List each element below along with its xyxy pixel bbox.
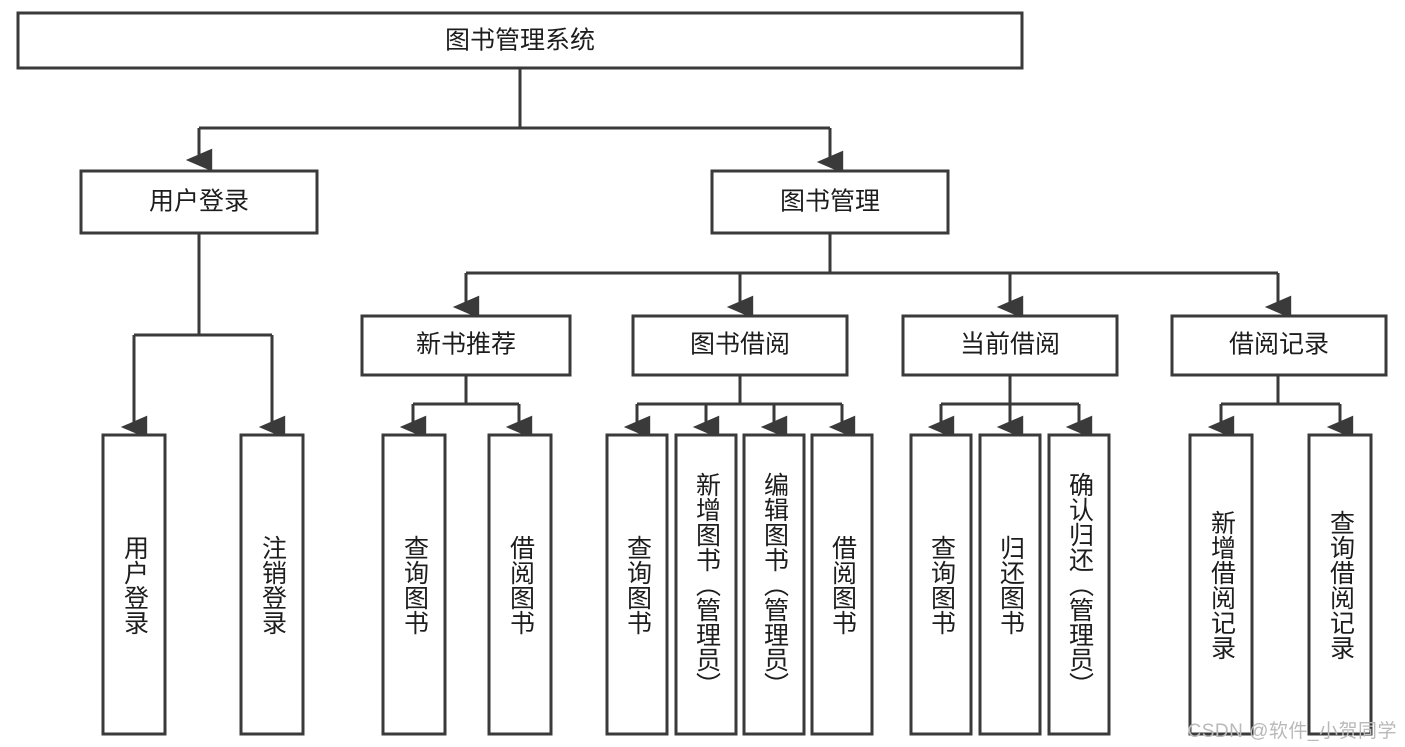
leaf-label-query-book-1: 查询图书: [400, 534, 429, 635]
node-borrow-record[interactable]: 借阅记录: [1170, 314, 1388, 377]
leaf-label-return-book: 归还图书: [996, 534, 1025, 635]
leaf-box-query-borrow-record[interactable]: [1307, 433, 1373, 736]
connector-group-user-login: [120, 233, 286, 439]
leaf-box-logout-login[interactable]: [239, 433, 305, 736]
leaf-box-return-book[interactable]: [978, 433, 1042, 736]
connector-group-book-borrow: [623, 375, 856, 439]
leaf-label-borrow-book-2: 借阅图书: [828, 534, 857, 635]
leaf-label-confirm-return-admin: 确认归还（管理员）: [1065, 472, 1094, 697]
connector-group-new-book-recommend: [399, 375, 533, 439]
node-new-book-recommend[interactable]: 新书推荐: [360, 314, 572, 377]
node-new-book-recommend-box[interactable]: [360, 314, 572, 377]
connector-group-root: [185, 68, 844, 174]
node-borrow-record-box[interactable]: [1170, 314, 1388, 377]
leaf-box-borrow-book-1[interactable]: [487, 433, 553, 736]
node-book-borrow-box[interactable]: [631, 314, 849, 377]
leaf-label-add-book-admin: 新增图书（管理员）: [692, 472, 721, 697]
leaf-box-borrow-book-2[interactable]: [810, 433, 874, 736]
leaf-label-logout-login: 注销登录: [258, 534, 287, 635]
leaf-box-edit-book-admin[interactable]: [742, 433, 806, 736]
leaf-label-borrow-book-1: 借阅图书: [506, 534, 535, 635]
connector-group-current-borrow: [927, 375, 1093, 439]
leaf-label-user-login: 用户登录: [120, 534, 149, 635]
leaf-label-edit-book-admin: 编辑图书（管理员）: [760, 472, 789, 697]
leaf-label-query-book-3: 查询图书: [927, 534, 956, 635]
leaf-box-query-book-1[interactable]: [381, 433, 447, 736]
node-user-login[interactable]: 用户登录: [79, 169, 319, 235]
node-book-management[interactable]: 图书管理: [710, 169, 950, 235]
node-root[interactable]: 图书管理系统: [16, 11, 1024, 70]
node-book-management-label: 图书管理: [780, 188, 880, 216]
leaf-label-query-book-2: 查询图书: [623, 534, 652, 635]
leaf-rects: [101, 433, 1373, 736]
leaf-box-add-borrow-record[interactable]: [1188, 433, 1254, 736]
node-user-login-box[interactable]: [79, 169, 319, 235]
leaf-label-query-borrow-record: 查询借阅记录: [1326, 509, 1355, 660]
leaf-box-user-login[interactable]: [101, 433, 167, 736]
node-book-borrow-label: 图书借阅: [690, 331, 790, 359]
leaf-box-confirm-return-admin[interactable]: [1047, 433, 1111, 736]
node-new-book-recommend-label: 新书推荐: [416, 331, 516, 359]
node-current-borrow[interactable]: 当前借阅: [901, 314, 1119, 377]
connector-group-book-management: [452, 233, 1292, 319]
leaf-box-add-book-admin[interactable]: [674, 433, 738, 736]
leaf-box-query-book-2[interactable]: [605, 433, 669, 736]
node-book-borrow[interactable]: 图书借阅: [631, 314, 849, 377]
node-root-label: 图书管理系统: [445, 27, 595, 55]
node-borrow-record-label: 借阅记录: [1229, 331, 1329, 359]
node-current-borrow-label: 当前借阅: [960, 331, 1060, 359]
node-book-management-box[interactable]: [710, 169, 950, 235]
node-current-borrow-box[interactable]: [901, 314, 1119, 377]
node-root-box[interactable]: [16, 11, 1024, 70]
leaf-box-query-book-3[interactable]: [909, 433, 973, 736]
connector-group-borrow-record: [1207, 375, 1354, 439]
leaf-label-add-borrow-record: 新增借阅记录: [1207, 509, 1236, 660]
node-user-login-label: 用户登录: [149, 188, 249, 216]
